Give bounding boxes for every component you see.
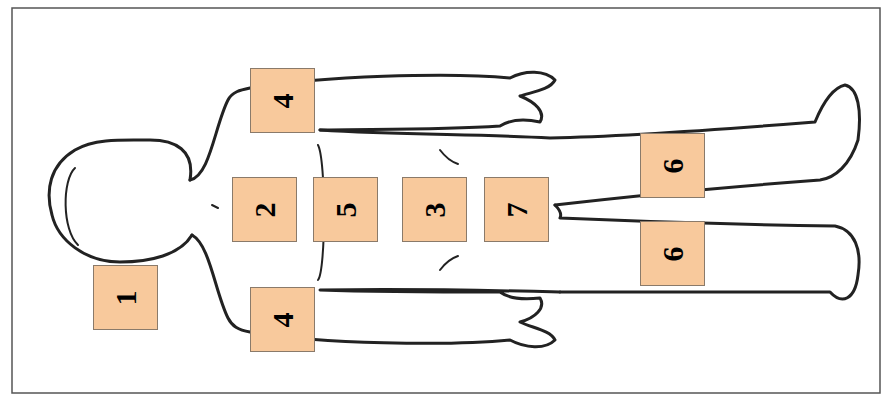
callout-box: 4 [250,68,315,133]
callout-number: 6 [658,246,688,261]
callout-number: 5 [331,202,361,217]
callout-number: 1 [111,290,141,305]
callout-box: 1 [93,265,158,330]
callout-box: 5 [313,177,378,242]
callout-number: 6 [658,158,688,173]
callout-number: 4 [268,312,298,327]
callout-number: 7 [502,202,532,217]
callout-box: 4 [250,287,315,352]
callout-box: 3 [402,177,467,242]
callout-number: 3 [420,202,450,217]
callout-box: 7 [484,177,549,242]
callout-number: 2 [250,202,280,217]
callout-box: 2 [232,177,297,242]
callout-number: 4 [268,93,298,108]
callout-box: 6 [640,133,705,198]
callout-box: 6 [640,221,705,286]
